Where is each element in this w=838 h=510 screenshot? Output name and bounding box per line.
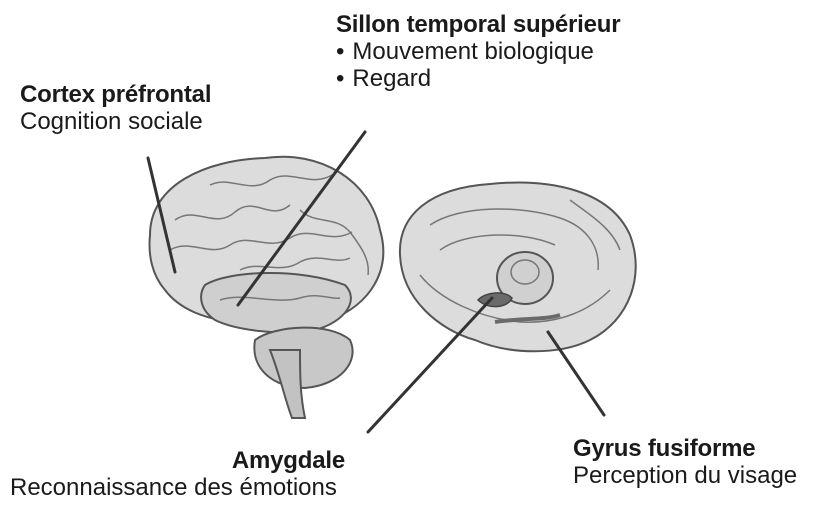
- label-gyrus-sub: Perception du visage: [573, 463, 797, 490]
- label-amygdale-title: Amygdale: [10, 448, 345, 475]
- label-sillon: Sillon temporal supérieur Mouvement biol…: [336, 12, 620, 93]
- temporal-lobe: [201, 273, 351, 332]
- label-cortex-title: Cortex préfrontal: [20, 82, 211, 109]
- label-amygdale-sub: Reconnaissance des émotions: [10, 475, 345, 502]
- lateral-brain: [150, 157, 384, 418]
- label-sillon-bullets: Mouvement biologique Regard: [336, 39, 620, 93]
- label-cortex-sub: Cognition sociale: [20, 109, 211, 136]
- leader-amygdale: [368, 298, 492, 432]
- brainstem: [270, 350, 305, 418]
- label-gyrus-title: Gyrus fusiforme: [573, 436, 797, 463]
- label-sillon-bullet: Regard: [336, 66, 620, 93]
- label-cortex: Cortex préfrontal Cognition sociale: [20, 82, 211, 136]
- label-sillon-title: Sillon temporal supérieur: [336, 12, 620, 39]
- medial-brain: [400, 183, 636, 352]
- label-gyrus: Gyrus fusiforme Perception du visage: [573, 436, 797, 490]
- cerebellum: [254, 328, 352, 388]
- label-sillon-bullet: Mouvement biologique: [336, 39, 620, 66]
- label-amygdale: Amygdale Reconnaissance des émotions: [10, 448, 345, 502]
